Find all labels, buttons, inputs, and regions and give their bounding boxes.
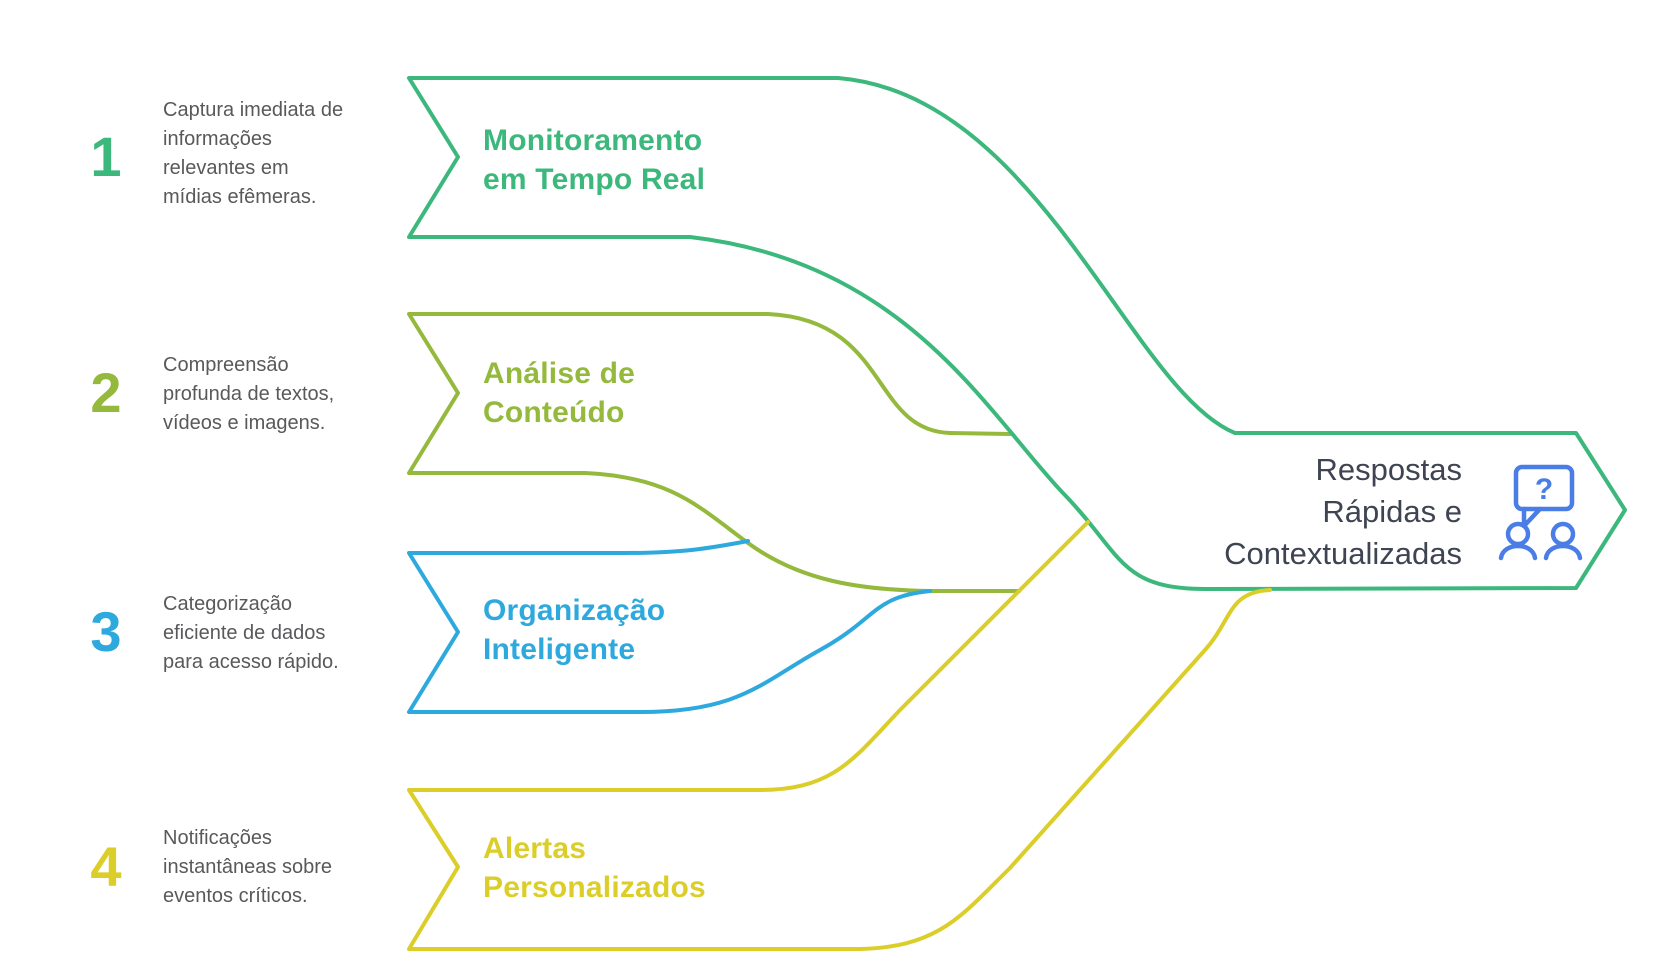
ribbon-step-1-result-outline (407, 76, 1627, 591)
person-right-head (1550, 521, 1576, 547)
ribbon-step-3 (407, 539, 932, 714)
step-description-3: Categorização eficiente de dados para ac… (163, 593, 339, 673)
step-description-1: Captura imediata de informações relevant… (163, 99, 344, 208)
ribbon-step-4 (407, 520, 1272, 951)
person-left-shoulders (1498, 543, 1538, 561)
people-question-icon: ? (1494, 462, 1586, 562)
step-label-alertas: Alertas Personalizados (483, 832, 706, 904)
step-description-2: Compreensão profunda de textos, vídeos e… (163, 354, 335, 434)
step-number-1: 1 (90, 125, 122, 188)
step-label-analise: Análise de Conteúdo (483, 357, 636, 429)
person-left-head (1505, 521, 1531, 547)
step-number-3: 3 (90, 600, 122, 663)
step-description-4: Notificações instantâneas sobre eventos … (163, 827, 333, 907)
step-number-4: 4 (90, 835, 122, 898)
ribbon-step-2 (407, 312, 1021, 593)
step-label-monitoramento: Monitoramento em Tempo Real (483, 124, 706, 196)
step-number-2: 2 (90, 361, 122, 424)
person-right-shoulders (1543, 543, 1583, 561)
result-label: Respostas Rápidas e Contextualizadas (1224, 452, 1462, 571)
question-mark: ? (1535, 473, 1553, 506)
speech-bubble-icon (1513, 464, 1575, 512)
step-label-organizacao: Organização Inteligente (483, 594, 666, 666)
speech-bubble-tail (1521, 506, 1543, 529)
